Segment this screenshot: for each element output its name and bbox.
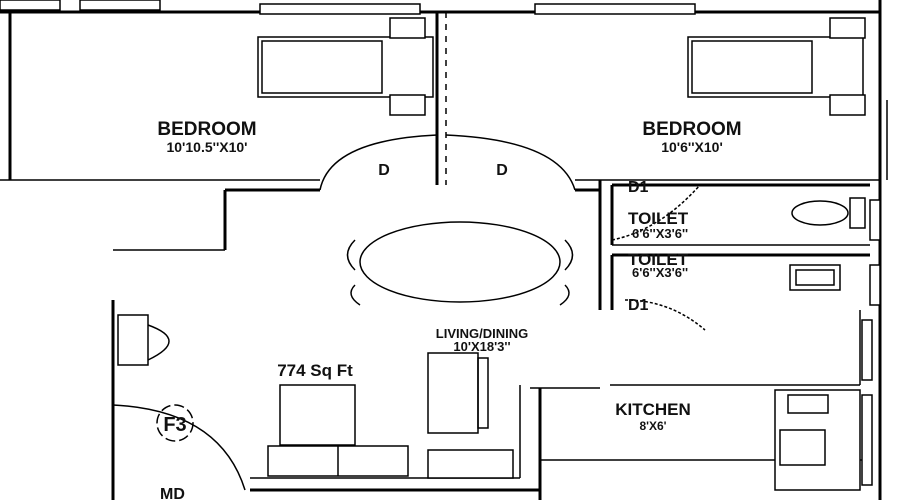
bedroom2-name: BEDROOM [642, 119, 741, 140]
f3-logo: F3 [156, 404, 194, 442]
kitchen-size: 8'X6' [639, 419, 666, 433]
dining-table [346, 221, 574, 306]
door-label-toilet2: D1 [628, 297, 649, 314]
area-label: 774 Sq Ft [277, 361, 353, 380]
door-label-toilet1: D1 [628, 179, 649, 196]
toilet-fixtures [789, 197, 866, 291]
living-name: LIVING/DINING [436, 326, 528, 341]
living-size: 10'X18'3'' [453, 339, 510, 354]
toilet2-name: TOILET [628, 250, 689, 269]
door-label-main: MD [160, 486, 185, 500]
toilet2-size: 6'6''X3'6'' [632, 265, 688, 280]
toilet1-size: 6'6''X3'6'' [632, 226, 688, 241]
bed-right [687, 17, 866, 116]
living-furniture [117, 314, 514, 479]
door-label-bedroom2: D [496, 162, 508, 179]
bedroom2-size: 10'6''X10' [661, 139, 723, 155]
bedroom1-size: 10'10.5''X10' [166, 139, 247, 155]
windows [0, 0, 881, 486]
kitchen-counter [774, 389, 861, 491]
toilet1-name: TOILET [628, 209, 689, 228]
kitchen-name: KITCHEN [615, 400, 691, 419]
bed-left [257, 17, 434, 116]
bedroom1-name: BEDROOM [157, 119, 256, 140]
door-swings [112, 134, 706, 491]
logo-text: F3 [163, 414, 186, 436]
door-label-bedroom1: D [378, 162, 390, 179]
